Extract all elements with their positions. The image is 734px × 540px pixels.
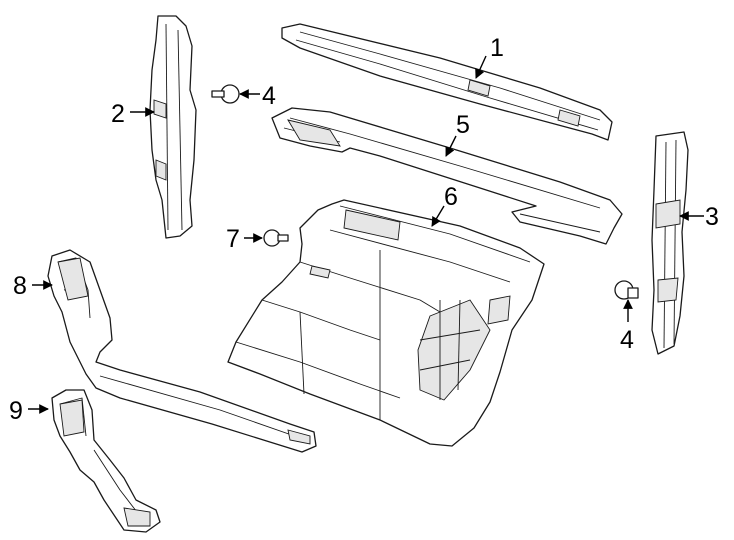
part-7-push-pin (263, 229, 289, 247)
callout-2: 2 (111, 100, 155, 128)
callout-5: 5 (445, 111, 470, 157)
part-5-air-deflector (271, 107, 623, 245)
callout-label-5: 5 (456, 111, 470, 139)
callout-label-6: 6 (444, 183, 458, 211)
part-8-lower-deflector (47, 249, 317, 453)
callout-label-4-upper: 4 (262, 82, 276, 110)
callout-label-8: 8 (13, 272, 27, 300)
callout-8: 8 (13, 272, 53, 300)
part-1-upper-rail (281, 23, 613, 141)
part-4-fastener-right (614, 280, 639, 300)
part-4-fastener-upper (211, 84, 240, 104)
callout-label-7: 7 (226, 225, 240, 253)
callout-label-2: 2 (111, 100, 125, 128)
part-9-air-guide (51, 389, 161, 533)
callout-1: 1 (475, 34, 504, 79)
callout-label-3: 3 (705, 203, 719, 231)
callout-6: 6 (431, 183, 458, 227)
callout-7: 7 (226, 225, 263, 253)
callout-4-right: 4 (620, 299, 634, 354)
callout-label-4-right: 4 (620, 326, 634, 354)
callout-9: 9 (9, 397, 49, 425)
part-2-left-side-bracket (149, 15, 197, 239)
callout-3: 3 (679, 203, 719, 231)
callout-4-upper: 4 (239, 82, 276, 110)
callout-label-9: 9 (9, 397, 23, 425)
callout-label-1: 1 (490, 34, 504, 62)
part-3-right-side-bracket (651, 131, 689, 355)
